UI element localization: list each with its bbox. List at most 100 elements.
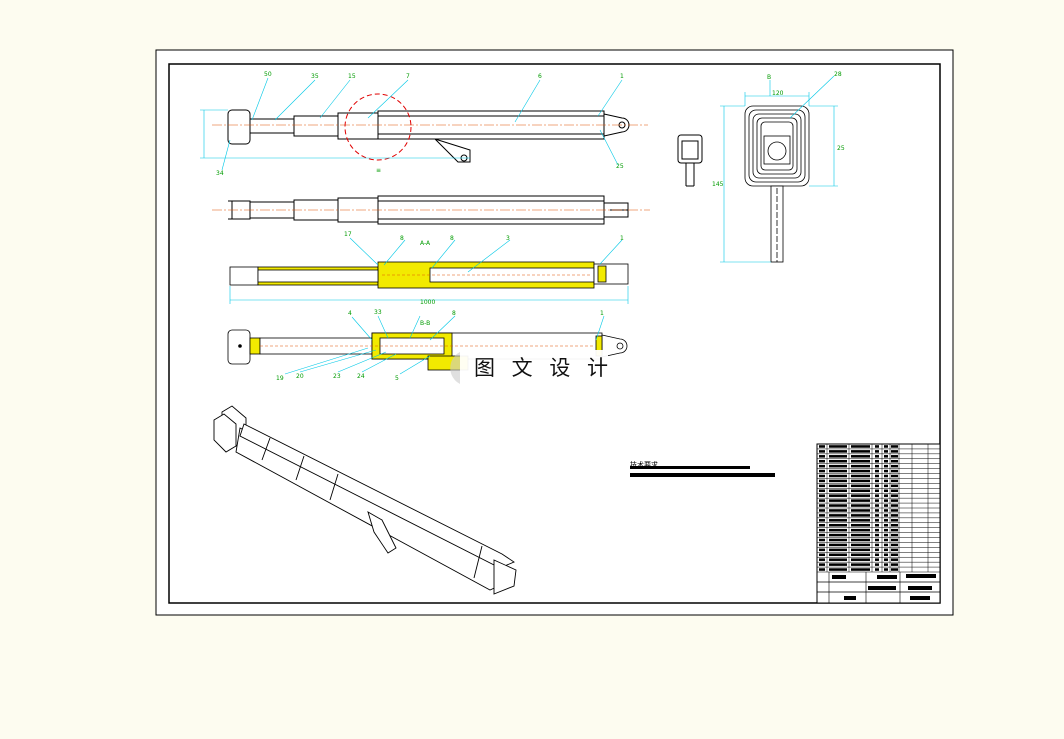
title-block-mark (868, 586, 896, 590)
parts-table-cell-mark (891, 445, 898, 448)
svg-text:6: 6 (538, 73, 542, 80)
parts-table-cell-mark (884, 514, 888, 517)
parts-table-cell-mark (829, 538, 847, 542)
svg-text:25: 25 (837, 145, 845, 152)
parts-table-cell-mark (875, 538, 879, 542)
parts-table-cell-mark (884, 464, 888, 468)
parts-table-cell-mark (851, 509, 870, 512)
parts-table-cell-mark (891, 528, 898, 532)
svg-text:24: 24 (357, 373, 365, 380)
svg-text:7: 7 (406, 73, 410, 80)
parts-table-cell-mark (829, 509, 847, 512)
parts-table-cell-mark (829, 479, 847, 483)
svg-text:≡: ≡ (376, 167, 381, 174)
parts-table-cell-mark (819, 523, 825, 527)
parts-table-cell-mark (851, 519, 870, 522)
parts-table-cell-mark (819, 543, 825, 547)
parts-table-cell-mark (819, 553, 825, 557)
svg-text:34: 34 (216, 170, 224, 177)
parts-table-cell-mark (884, 459, 888, 463)
parts-table-cell-mark (819, 445, 825, 448)
parts-table-cell-mark (851, 450, 870, 453)
svg-text:1: 1 (600, 310, 604, 317)
parts-table-cell-mark (829, 523, 847, 527)
parts-table-cell-mark (875, 499, 879, 502)
extended-view-labels: 4 33 B-B 8 1 19 20 23 24 5 (276, 309, 604, 382)
parts-table-cell-mark (819, 484, 825, 488)
parts-table-cell-mark (829, 533, 847, 537)
parts-table-cell-mark (891, 494, 898, 497)
parts-table-cell-mark (884, 543, 888, 547)
parts-table-cell-mark (829, 499, 847, 502)
title-block-mark (877, 575, 897, 579)
parts-table-cell-mark (829, 504, 847, 507)
svg-text:15: 15 (348, 73, 356, 80)
parts-table-cell-mark (851, 563, 870, 566)
parts-table-cell-mark (829, 528, 847, 532)
parts-table-cell-mark (851, 464, 870, 468)
parts-table-cell-mark (851, 469, 870, 473)
parts-table-cell-mark (819, 519, 825, 522)
parts-table-cell-mark (829, 455, 847, 458)
parts-table-cell-mark (819, 533, 825, 537)
parts-table-cell-mark (851, 489, 870, 493)
svg-text:35: 35 (311, 73, 319, 80)
parts-table-cell-mark (851, 445, 870, 448)
parts-table-cell-mark (875, 543, 879, 547)
parts-table-cell-mark (829, 568, 847, 571)
parts-table-cell-mark (891, 464, 898, 468)
parts-table-cell-mark (891, 523, 898, 527)
parts-table-cell-mark (891, 509, 898, 512)
parts-table-cell-mark (819, 509, 825, 512)
parts-list-table (816, 443, 941, 604)
parts-table-cell-mark (891, 568, 898, 571)
parts-table-cell-mark (829, 494, 847, 497)
parts-table-cell-mark (819, 459, 825, 463)
title-block-mark (908, 586, 932, 590)
parts-table-cell-mark (875, 459, 879, 463)
svg-text:50: 50 (264, 71, 272, 78)
parts-table-cell-mark (819, 489, 825, 493)
parts-table-cell-mark (884, 479, 888, 483)
parts-table-cell-mark (851, 514, 870, 517)
parts-table-cell-mark (851, 548, 870, 552)
parts-table-cell-mark (829, 464, 847, 468)
parts-table-cell-mark (884, 563, 888, 566)
parts-table-cell-mark (884, 558, 888, 561)
svg-text:25: 25 (616, 163, 624, 170)
svg-text:20: 20 (296, 373, 304, 380)
parts-table-cell-mark (829, 474, 847, 478)
parts-table-cell-mark (884, 509, 888, 512)
parts-table-cell-mark (891, 469, 898, 473)
parts-table-cell-mark (875, 563, 879, 566)
parts-table-cell-mark (884, 568, 888, 571)
watermark-text: 图 文 设 计 (474, 356, 613, 380)
parts-table-cell-mark (875, 558, 879, 561)
svg-text:19: 19 (276, 375, 284, 382)
parts-table-cell-mark (884, 538, 888, 542)
parts-table-cell-mark (891, 450, 898, 453)
parts-table-cell-mark (819, 504, 825, 507)
parts-table-cell-mark (875, 514, 879, 517)
parts-table-cell-mark (851, 528, 870, 532)
parts-table-cell-mark (884, 528, 888, 532)
side-view-labels: B 120 28 145 25 (712, 71, 845, 188)
parts-table-cell-mark (819, 455, 825, 458)
svg-text:17: 17 (344, 231, 352, 238)
parts-table-cell-mark (891, 484, 898, 488)
parts-table-cell-mark (891, 514, 898, 517)
parts-table-cell-mark (819, 479, 825, 483)
parts-table-cell-mark (829, 450, 847, 453)
parts-table-cell-mark (829, 445, 847, 448)
parts-table-cell-mark (891, 548, 898, 552)
parts-table-cell-mark (829, 553, 847, 557)
parts-table-cell-mark (875, 479, 879, 483)
parts-table-cell-mark (891, 558, 898, 561)
parts-table-cell-mark (851, 523, 870, 527)
svg-text:23: 23 (333, 373, 341, 380)
parts-table-cell-mark (829, 519, 847, 522)
parts-table-cell-mark (884, 499, 888, 502)
parts-table-cell-mark (829, 558, 847, 561)
section-view (229, 261, 629, 289)
